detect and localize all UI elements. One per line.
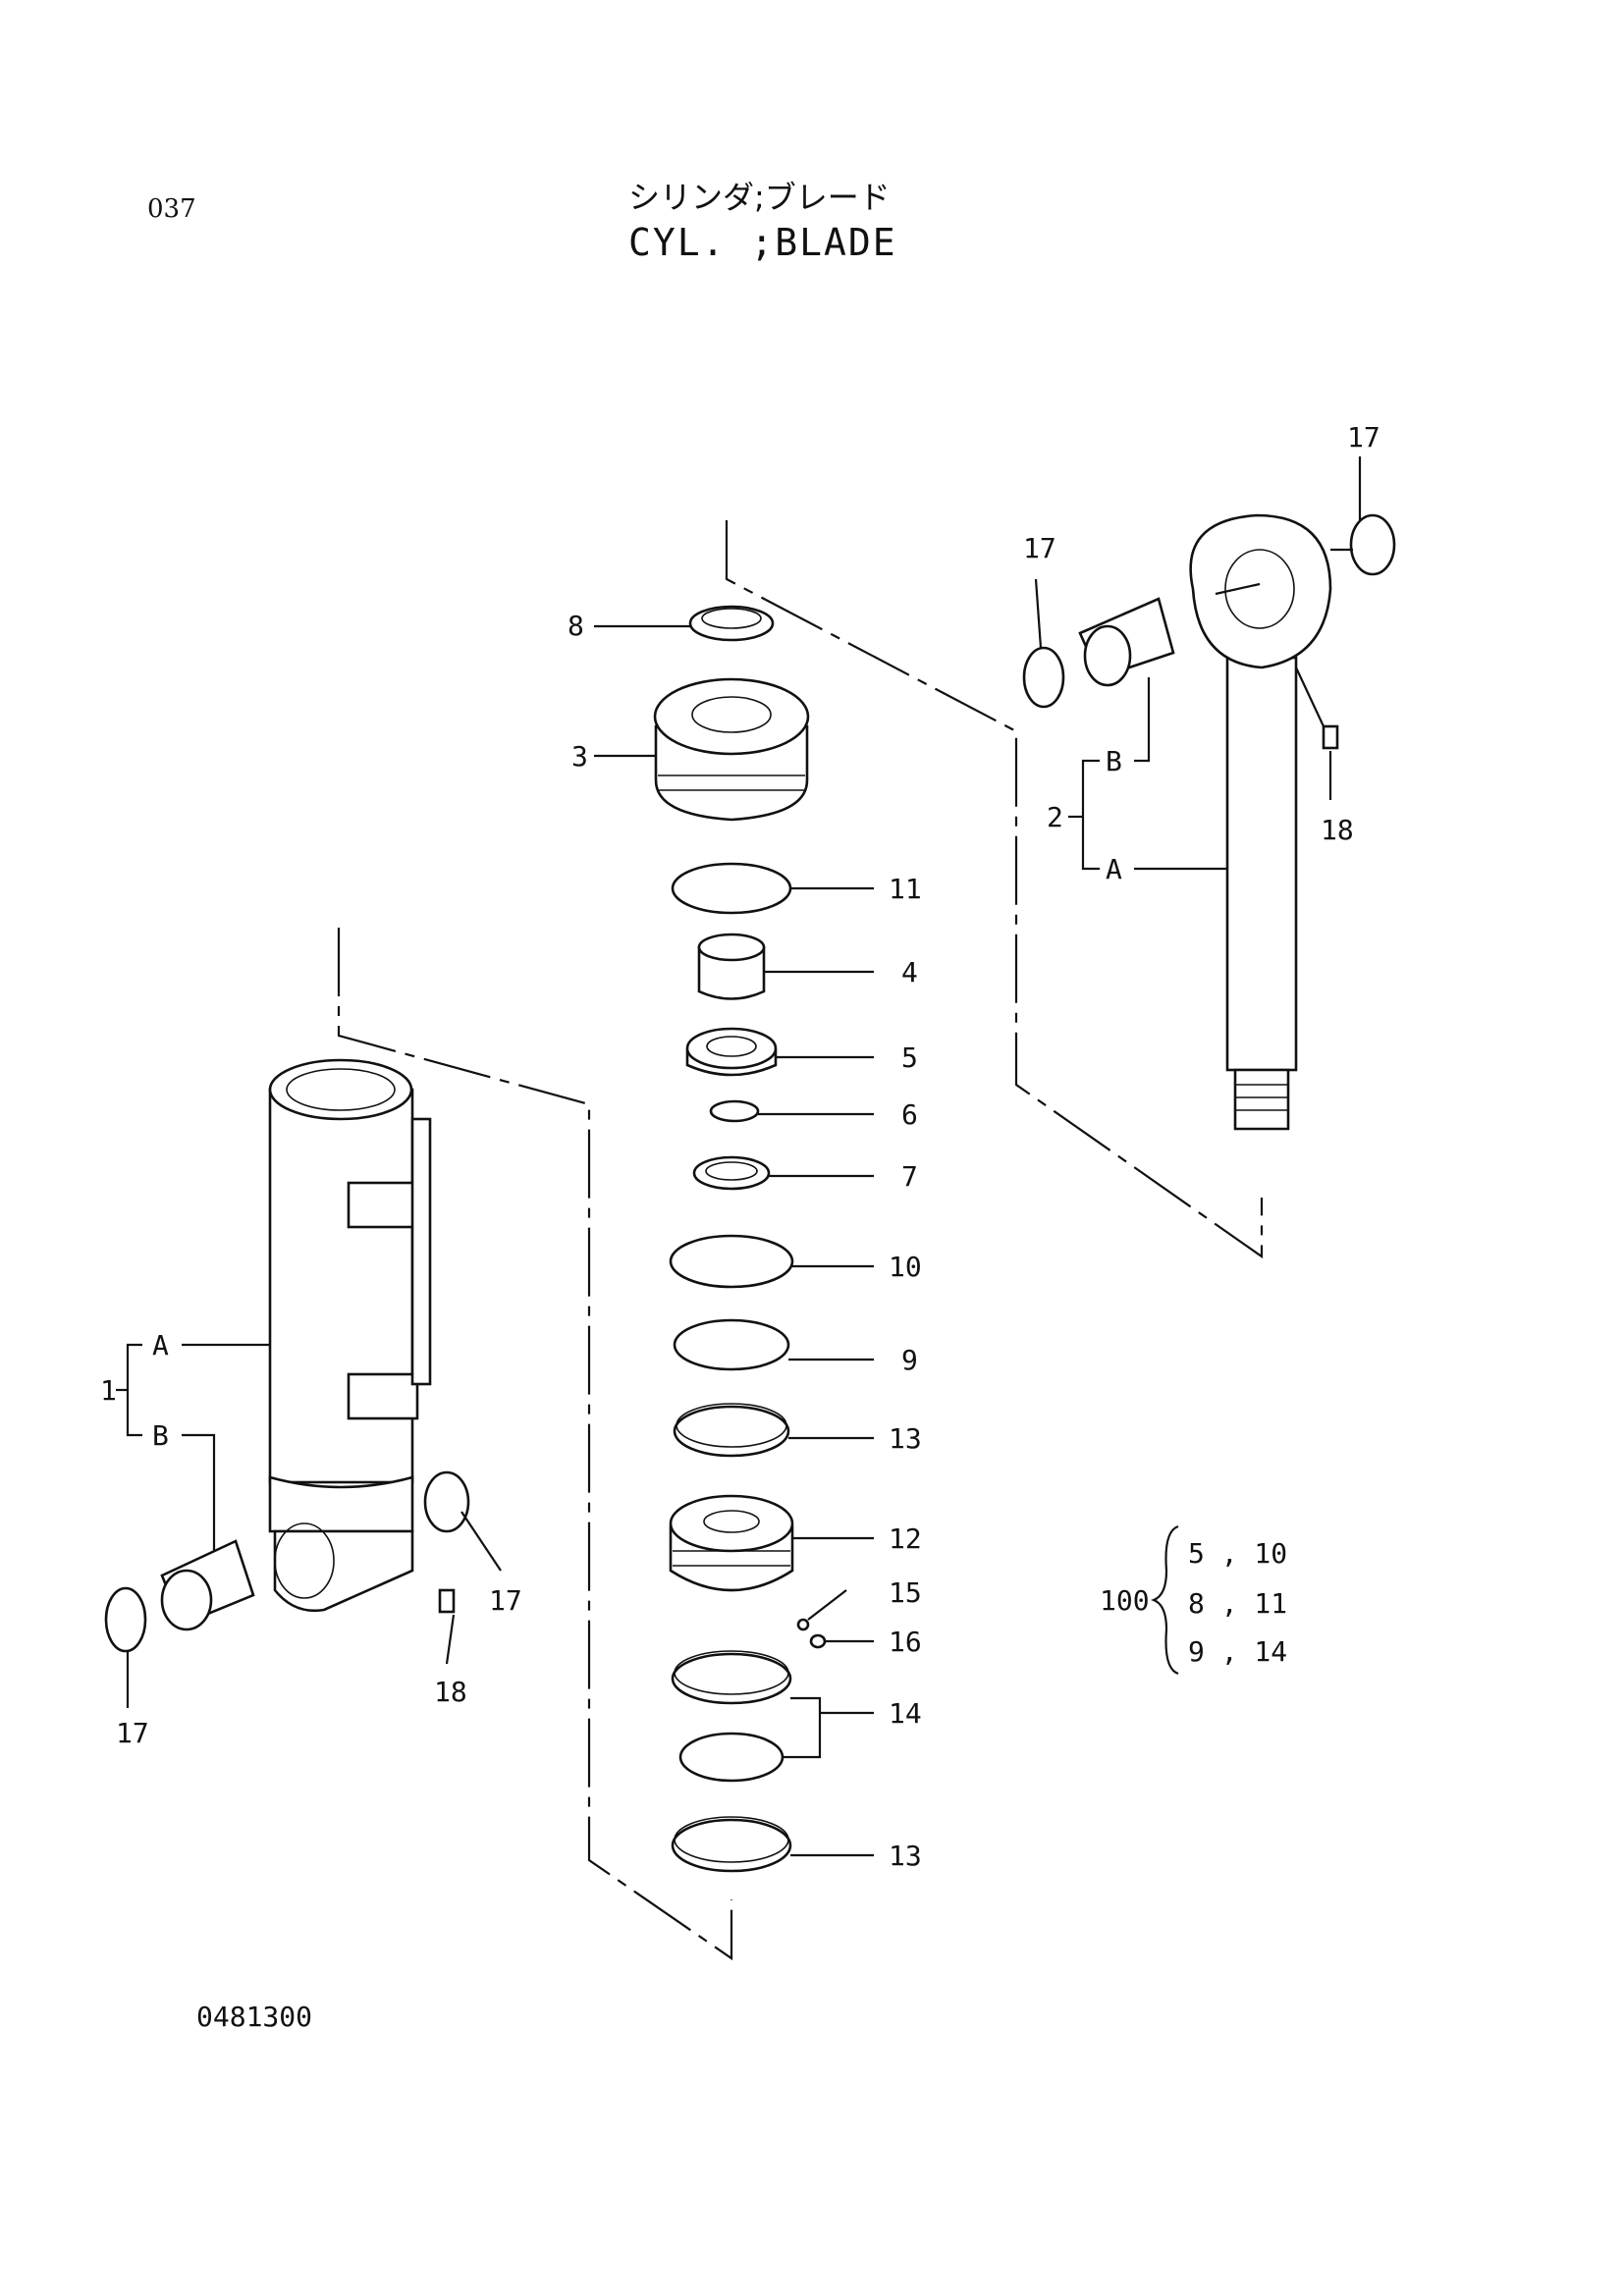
- part-6-small-ring: [709, 1099, 760, 1123]
- callout-1-A: A: [152, 1329, 169, 1362]
- part-16-set-screw: [809, 1633, 827, 1649]
- part-17-tube-dust-seal-left: [104, 1586, 147, 1653]
- callout-12: 12: [889, 1522, 922, 1555]
- part-2-piston-rod: [1189, 513, 1332, 1131]
- callout-7: 7: [901, 1160, 918, 1193]
- part-17-rod-dust-seal-right: [1349, 513, 1396, 576]
- part-18-rod-grease-nipple: [1322, 724, 1339, 750]
- callout-labels: 8 3 11 4 5 6 7 10 9 13 12 15 16 14 13 17…: [100, 421, 1380, 1872]
- part-17-rod-dust-seal-left: [1022, 646, 1065, 709]
- kit-row-2: 8 , 11: [1188, 1587, 1287, 1620]
- callout-17-tube-right: 17: [489, 1584, 522, 1617]
- part-7-backup-ring: [692, 1155, 771, 1191]
- part-1-cylinder-tube: [268, 1058, 432, 1613]
- part-12-piston: [669, 1494, 794, 1592]
- callout-11: 11: [889, 873, 922, 905]
- part-17-tube-dust-seal-right: [423, 1470, 470, 1533]
- callout-10: 10: [889, 1251, 922, 1283]
- callout-1-B: B: [152, 1419, 169, 1452]
- callout-13-upper: 13: [889, 1422, 922, 1455]
- callout-8: 8: [568, 610, 584, 642]
- part-13-wear-ring-lower: [671, 1816, 792, 1873]
- callout-3: 3: [571, 740, 588, 773]
- part-14-slide-ring-set: [671, 1650, 792, 1783]
- title-japanese: シリンダ;ブレード: [628, 179, 891, 216]
- callout-2: 2: [1047, 801, 1063, 833]
- callout-5: 5: [901, 1041, 918, 1074]
- callout-6: 6: [901, 1098, 918, 1131]
- kit-number: 100: [1100, 1584, 1150, 1617]
- callout-4: 4: [901, 956, 918, 988]
- part-13-wear-ring-upper: [673, 1403, 790, 1458]
- part-2b-rod-bushing: [1078, 597, 1175, 687]
- callout-17-rod-top: 17: [1347, 421, 1380, 454]
- callout-2-B: B: [1106, 745, 1122, 777]
- part-10-seal: [669, 1234, 794, 1289]
- part-4-bushing: [697, 933, 766, 1000]
- callout-17-rod-left: 17: [1023, 532, 1056, 564]
- callout-13-lower: 13: [889, 1840, 922, 1872]
- callout-9: 9: [901, 1344, 918, 1376]
- part-18-tube-grease-nipple: [438, 1588, 456, 1614]
- title-english: CYL. ;BLADE: [628, 221, 897, 264]
- callout-2-A: A: [1106, 853, 1122, 885]
- part-1b-tube-bushing: [160, 1539, 255, 1631]
- part-8-wiper-ring: [688, 605, 775, 642]
- callout-17-tube-left: 17: [116, 1717, 149, 1749]
- leader-lines: [116, 456, 1362, 1857]
- kit-row-1: 5 , 10: [1188, 1537, 1287, 1570]
- callout-1: 1: [100, 1374, 117, 1407]
- callout-14: 14: [889, 1697, 922, 1730]
- page-number: 037: [147, 194, 196, 224]
- part-15-ball: [796, 1618, 810, 1631]
- kit-row-3: 9 , 14: [1188, 1635, 1287, 1668]
- callout-15: 15: [889, 1576, 922, 1609]
- part-9-seal: [673, 1318, 790, 1371]
- part-5-buffer-ring: [685, 1027, 778, 1077]
- drawing-number: 0481300: [196, 2001, 313, 2033]
- seal-kit-table: 100 5 , 10 8 , 11 9 , 14: [1100, 1537, 1287, 1668]
- callout-18-rod: 18: [1321, 814, 1354, 846]
- callout-18-tube: 18: [434, 1676, 467, 1708]
- part-3-rod-cover: [653, 677, 810, 822]
- part-11-o-ring: [671, 862, 792, 915]
- callout-16: 16: [889, 1626, 922, 1658]
- assembly-frame-lines: [337, 520, 1264, 1961]
